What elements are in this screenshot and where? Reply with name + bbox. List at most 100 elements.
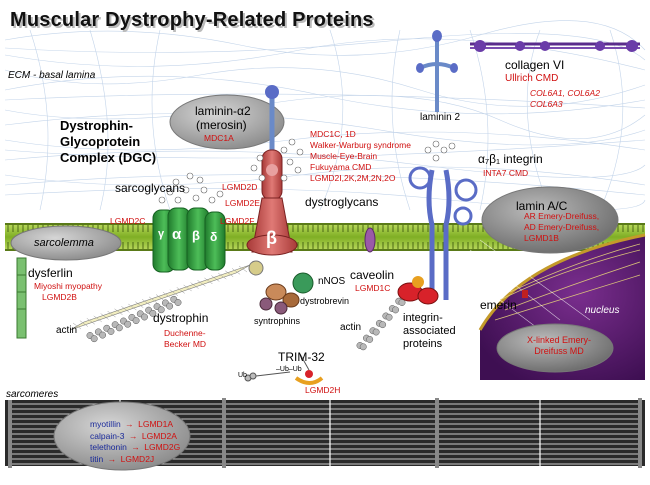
actin-chain-left	[86, 295, 182, 343]
actin-chain-right	[356, 297, 406, 351]
dgc-line-3: Complex (DGC)	[60, 150, 157, 165]
sarcolemma-oval	[10, 225, 122, 261]
ia-line-3: proteins	[403, 338, 443, 350]
dystrophin-disease-1: Duchenne-	[164, 328, 206, 338]
sarcomere-protein-row: myotillin → LGMD1A	[90, 418, 180, 430]
ecm-fibers	[4, 20, 646, 211]
actin-bead	[132, 317, 140, 325]
syntrophins-label: syntrophins	[254, 316, 301, 326]
dgc-label: Dystrophin- Glycoprotein Complex (DGC)	[60, 118, 156, 166]
lamin-disease-1: AR Emery-Dreifuss,	[524, 211, 600, 221]
protein-name: myotillin	[90, 419, 121, 429]
ub-chain-label: –Ub–Ub	[276, 366, 302, 373]
lgmd2e-label: LGMD2E	[225, 198, 260, 208]
actin-bead	[385, 313, 393, 321]
dysferlin-disease-2: LGMD2B	[42, 292, 77, 302]
trim32-shape	[244, 353, 324, 385]
actin-bead	[379, 321, 387, 329]
arrow-icon: →	[125, 419, 134, 429]
sarcomere-protein-row: calpain-3 → LGMD2A	[90, 430, 180, 442]
actin-bead	[107, 328, 115, 335]
arrow-icon: →	[131, 442, 140, 452]
sarcomere-protein-row: telethonin → LGMD2G	[90, 441, 180, 453]
dg-disease-1: MDC1C, 1D	[310, 129, 356, 139]
dystrophin-rung	[79, 320, 89, 327]
xlinked-oval	[496, 323, 614, 373]
sarcoglycans-label: sarcoglycans	[115, 181, 186, 195]
dystrophin-rung	[225, 270, 234, 277]
dystrophin-rung	[121, 306, 130, 313]
dg-disease-5: LGMD2I,2K,2M,2N,2O	[310, 173, 396, 183]
caveolin-label: caveolin	[350, 268, 395, 282]
actin-bead	[366, 335, 374, 343]
trim32-gene: LGMD2H	[305, 385, 341, 395]
collagen-gene-2: COL6A3	[530, 99, 563, 109]
dystrobrevin-label: dystrobrevin	[300, 296, 350, 306]
sarcomere-protein-list: myotillin → LGMD1A calpain-3 → LGMD2A te…	[90, 418, 180, 464]
sarcolemma-label: sarcolemma	[34, 237, 94, 249]
protein-name: telethonin	[90, 442, 127, 452]
ub-label: Ub	[238, 372, 247, 379]
arrow-icon: →	[107, 453, 117, 464]
actin-bead	[372, 328, 380, 336]
laminin-2-shape	[416, 30, 458, 112]
dystrophin-rung	[197, 280, 206, 287]
ia-line-1: integrin-	[403, 312, 443, 324]
actin-label-left: actin	[56, 325, 78, 336]
gene-name: LGMD1A	[138, 419, 174, 429]
dysferlin-disease-1: Miyoshi myopathy	[34, 281, 103, 291]
actin-bead	[392, 306, 399, 314]
dystrophin-label: dystrophin	[153, 311, 209, 325]
actin-bead	[157, 306, 165, 314]
collagen-gene-1: COL6A1, COL6A2	[530, 88, 600, 98]
dystrophin-rung	[100, 313, 109, 320]
protein-name: titin	[90, 453, 104, 464]
caveolin-shape	[364, 227, 376, 253]
sarcoglycan-complex	[152, 172, 226, 273]
dystrophin-rung	[155, 294, 165, 301]
lamin-ac-label: lamin A/C	[516, 199, 568, 213]
laminin-2-label: laminin 2	[420, 112, 461, 123]
dg-disease-3: Muscle-Eye-Brain	[310, 151, 378, 161]
actin-bead	[174, 299, 182, 306]
xlinked-line-1: X-linked Emery-	[527, 335, 592, 345]
dystrophin-rung	[211, 275, 220, 282]
xlinked-label: X-linked Emery- Dreifuss MD	[527, 335, 591, 357]
lgmd2d-label: LGMD2D	[222, 182, 258, 192]
page-title: Muscular Dystrophy-Related Proteins	[10, 9, 374, 31]
collagen-disease: Ullrich CMD	[505, 73, 559, 84]
integrin-associated-label: integrin- associated proteins	[403, 312, 456, 351]
ecm-label: ECM - basal lamina	[8, 70, 96, 81]
actin-bead	[99, 331, 107, 339]
lamin-ac-diseases: AR Emery-Dreifuss, AD Emery-Dreifuss, LG…	[524, 211, 599, 244]
dg-disease-2: Walker-Warburg syndrome	[310, 140, 411, 150]
integrin-disease: INTA7 CMD	[483, 168, 529, 178]
actin-label-right: actin	[340, 322, 362, 333]
emerin-marker	[522, 290, 528, 298]
sarcomere-protein-row: titin → LGMD2J	[90, 453, 180, 465]
dystrophin-rung	[93, 315, 102, 323]
actin-bead	[149, 309, 157, 317]
dystrophin-rung	[183, 284, 192, 292]
dystrophin-rung	[72, 322, 82, 330]
actin-bead	[124, 320, 132, 328]
caveolin-gene: LGMD1C	[355, 283, 391, 293]
dystrophin-chain	[69, 260, 264, 331]
dystrophin-disease-2: Becker MD	[164, 339, 207, 349]
dg-beta: β	[266, 228, 277, 248]
actin-bead	[90, 335, 98, 343]
gene-name: LGMD2A	[141, 430, 177, 441]
sarcomeres-label: sarcomeres	[6, 389, 59, 400]
dystrophin-rung	[231, 268, 241, 275]
actin-bead	[166, 302, 174, 310]
ia-line-2: associated	[403, 325, 456, 337]
dystrophin-rung	[176, 287, 185, 294]
actin-bead	[359, 343, 367, 351]
lamin-disease-3: LGMD1B	[524, 233, 559, 243]
dystrophin-rung	[169, 289, 178, 296]
dystrophin-rung	[190, 282, 199, 289]
emerin-label: emerin	[480, 298, 517, 312]
dystrophin-rung	[114, 308, 123, 315]
actin-bead	[115, 324, 123, 332]
